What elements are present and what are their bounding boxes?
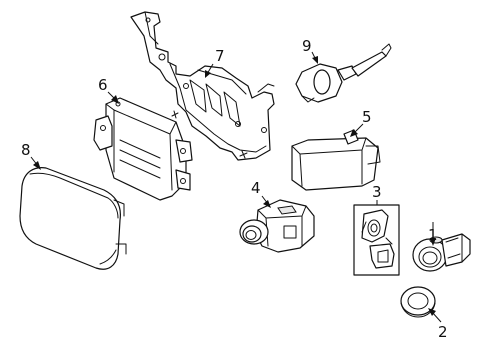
callout-9[interactable]: 9 — [302, 37, 312, 55]
callout-3[interactable]: 3 — [372, 183, 382, 201]
callout-2[interactable]: 2 — [438, 323, 448, 341]
callout-labels: 1 2 3 4 5 6 7 8 9 — [21, 37, 448, 341]
part-2-sensor-retainer-ring[interactable] — [400, 286, 436, 318]
callout-4[interactable]: 4 — [251, 179, 261, 197]
part-9-temperature-sensor[interactable] — [295, 43, 392, 103]
part-8-radar-cover[interactable] — [19, 167, 127, 270]
leader-lines — [30, 51, 442, 323]
callout-8[interactable]: 8 — [21, 141, 31, 159]
callout-5[interactable]: 5 — [362, 108, 372, 126]
part-5-control-module[interactable] — [291, 129, 381, 191]
callout-7[interactable]: 7 — [215, 47, 225, 65]
part-6-radar-control-unit[interactable] — [93, 97, 193, 201]
part-1-parking-sensor[interactable] — [412, 233, 471, 272]
part-3-sensor-bracket-kit[interactable] — [353, 204, 400, 276]
callout-6[interactable]: 6 — [98, 76, 108, 94]
part-7-mounting-bracket[interactable] — [130, 11, 275, 161]
part-4-camera-module[interactable] — [239, 199, 315, 253]
callout-1[interactable]: 1 — [428, 226, 438, 244]
